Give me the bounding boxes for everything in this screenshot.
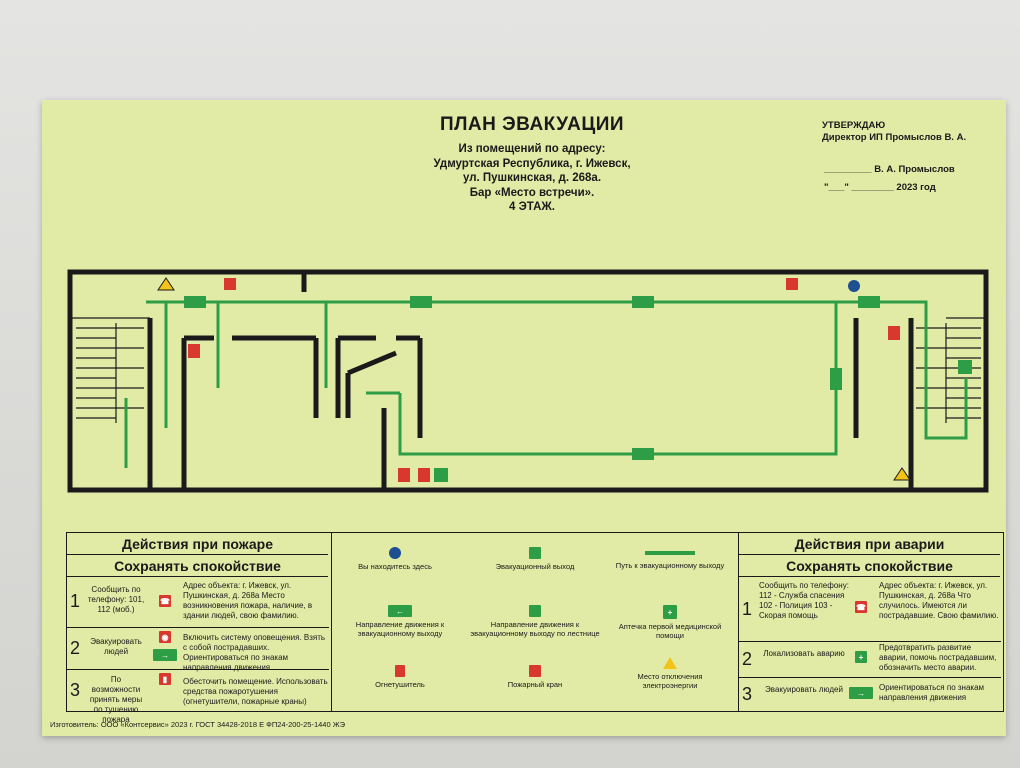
map-signs [157, 277, 972, 482]
row-details: Ориентироваться по знакам направления дв… [879, 683, 985, 702]
legend-item: ← Направление движения к эвакуационному … [355, 605, 445, 638]
direction-arrow-icon [858, 296, 880, 308]
address-line: ул. Пушкинская, д. 268а. [462, 172, 602, 184]
electric-shutoff-icon [663, 657, 677, 669]
stairs-right [916, 317, 986, 423]
electric-shutoff-icon [893, 467, 911, 481]
legend-item: + Аптечка первой медицинской помощи [610, 605, 730, 640]
legend-item: Огнетушитель [340, 665, 460, 689]
row-number: 1 [741, 599, 752, 619]
row-action: Эвакуировать людей [765, 685, 843, 694]
accident-actions-table: Действия при аварии Сохранять спокойстви… [738, 532, 1004, 712]
direction-arrow-icon [632, 448, 654, 460]
walls [67, 269, 989, 493]
direction-arrow-icon [632, 296, 654, 308]
approval-line1: УТВЕРЖДАЮ [822, 120, 886, 131]
row-number: 2 [67, 627, 329, 667]
row-number: 3 [67, 669, 329, 709]
phone-icon: ☎ [159, 595, 171, 607]
row-action: По возможности принять меры по тушению п… [89, 675, 143, 724]
fire-extinguisher-icon [418, 468, 430, 482]
row-details: Адрес объекта: г. Ижевск, ул. Пушкинская… [879, 581, 999, 620]
accident-actions-subtitle: Сохранять спокойствие [739, 555, 1000, 577]
approval-line2: Директор ИП Промыслов В. А. [822, 132, 967, 143]
fire-extinguisher-icon [888, 326, 900, 340]
stairs-left [70, 317, 150, 423]
direction-arrow-icon [830, 368, 842, 390]
legend: Вы находитесь здесь Эвакуационный выход … [330, 532, 738, 712]
phone-icon: ☎ [855, 601, 867, 613]
evacuation-plan-sign: ПЛАН ЭВАКУАЦИИ Из помещений по адресу: У… [42, 100, 1006, 736]
fire-actions-title: Действия при пожаре [67, 533, 328, 555]
legend-item: Пожарный кран [470, 665, 600, 689]
row-details: Предотвратить развитие аварии, помочь по… [879, 643, 997, 672]
row-action: Локализовать аварию [763, 649, 845, 658]
emergency-exit-icon [529, 547, 541, 559]
direction-arrow-icon: → [849, 687, 873, 699]
first-aid-icon: + [855, 651, 867, 663]
accident-actions-title: Действия при аварии [739, 533, 1000, 555]
address-line: Из помещений по адресу: [458, 143, 606, 155]
first-aid-icon [434, 468, 448, 482]
direction-arrow-icon: ← [388, 605, 412, 617]
row-number: 1 [69, 591, 80, 611]
you-are-here-icon [389, 547, 401, 559]
direction-arrow-icon [410, 296, 432, 308]
direction-arrow-icon: → [153, 649, 177, 661]
fire-hydrant-icon [786, 278, 798, 290]
direction-arrow-icon [184, 296, 206, 308]
first-aid-icon: + [663, 605, 677, 619]
legend-item: Направление движения к эвакуационному вы… [470, 605, 600, 638]
row-number: 2 [739, 641, 1001, 675]
fire-extinguisher-icon [188, 344, 200, 358]
fire-hydrant-icon [529, 665, 541, 677]
row-action: Эвакуировать людей [90, 637, 142, 656]
row-number: 3 [739, 677, 1001, 709]
legend-item: Место отключения электроэнергии [610, 657, 730, 690]
fire-extinguisher-icon: ▮ [159, 673, 171, 685]
you-are-here-icon [848, 280, 860, 292]
approval-block: УТВЕРЖДАЮ Директор ИП Промыслов В. А. __… [822, 120, 1002, 194]
legend-item: Эвакуационный выход [470, 547, 600, 571]
fire-extinguisher-icon [395, 665, 405, 677]
fire-extinguisher-icon [398, 468, 410, 482]
fire-actions-table: Действия при пожаре Сохранять спокойстви… [66, 532, 332, 724]
electric-shutoff-icon [157, 277, 175, 291]
plan-title: ПЛАН ЭВАКУАЦИИ [439, 114, 625, 135]
row-details: Обесточить помещение. Использовать средс… [183, 677, 328, 706]
address-line: 4 ЭТАЖ. [509, 201, 555, 213]
approval-signature: _________ В. А. Промыслов [824, 164, 955, 175]
address-line: Удмуртская Республика, г. Ижевск, [433, 157, 631, 170]
row-action: Сообщить по телефону: 112 - Служба спасе… [759, 581, 849, 620]
address-block: Из помещений по адресу: Удмуртская Респу… [342, 142, 722, 215]
evacuation-path-icon [645, 551, 695, 555]
legend-item: Вы находитесь здесь [340, 547, 450, 571]
alarm-icon: ◉ [159, 631, 171, 643]
approval-date: "___" ________ 2023 год [824, 182, 936, 193]
legend-item: Путь к эвакуационному выходу [610, 547, 730, 570]
emergency-exit-icon [958, 360, 972, 374]
fire-actions-subtitle: Сохранять спокойствие [67, 555, 328, 577]
manufacturer-footer: Изготовитель: ООО «Контсервис» 2023 г. Г… [50, 720, 346, 729]
row-details: Адрес объекта: г. Ижевск, ул. Пушкинская… [183, 581, 313, 620]
floor-plan [67, 269, 989, 493]
row-action: Сообщить по телефону: 101, 112 (моб.) [87, 585, 145, 614]
row-details: Включить систему оповещения. Взять с соб… [183, 633, 326, 672]
address-line: Бар «Место встречи». [469, 186, 595, 199]
stairs-direction-icon [529, 605, 541, 617]
fire-hydrant-icon [224, 278, 236, 290]
